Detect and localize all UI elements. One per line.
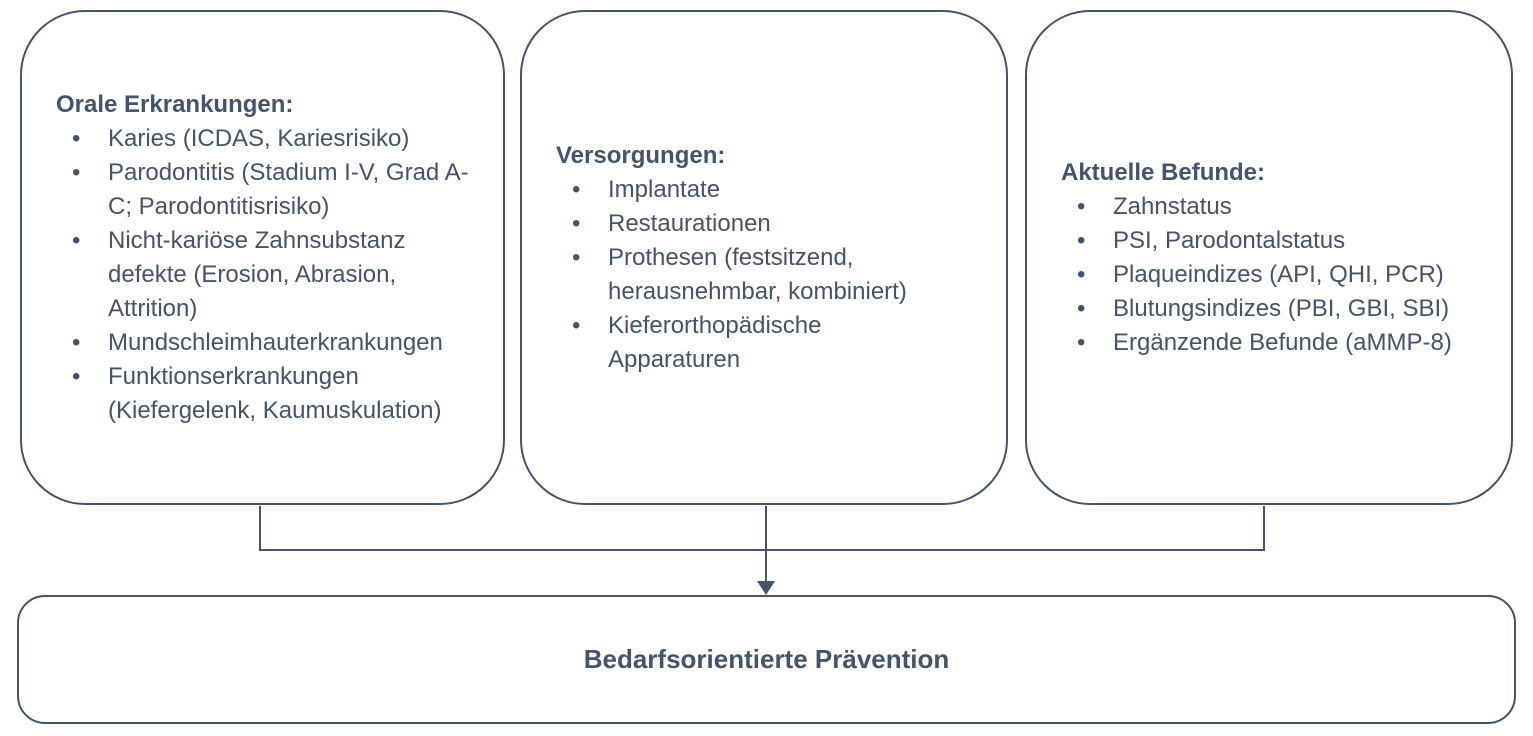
list-item: Kieferorthopädische Apparaturen: [556, 309, 938, 377]
list-item: PSI, Parodontalstatus: [1061, 224, 1491, 258]
box-title: Orale Erkrankungen:: [56, 90, 294, 118]
result-label: Bedarfsorientierte Prävention: [583, 644, 950, 674]
list-item: Parodontitis (Stadium I-V, Grad A-C; Par…: [56, 156, 483, 224]
list-item: Restaurationen: [556, 207, 938, 241]
list-item: Blutungsindizes (PBI, GBI, SBI): [1061, 292, 1491, 326]
list-item: Funktionserkrankungen (Kiefergelenk, Kau…: [56, 360, 483, 428]
box-orale-erkrankungen: Orale Erkrankungen: Karies (ICDAS, Karie…: [20, 10, 505, 505]
arrow-down-icon: [757, 581, 775, 595]
bullet-list: ImplantateRestaurationenProthesen (fests…: [556, 173, 986, 377]
connector-right-stub: [1263, 506, 1265, 551]
list-item: Plaqueindizes (API, QHI, PCR): [1061, 258, 1491, 292]
connector-horizontal-line: [259, 549, 1265, 551]
list-item: Karies (ICDAS, Kariesrisiko): [56, 122, 483, 156]
bullet-list: ZahnstatusPSI, ParodontalstatusPlaqueind…: [1061, 190, 1491, 360]
connector-left-stub: [259, 506, 261, 551]
list-item: Prothesen (festsitzend, herausnehmbar, k…: [556, 241, 938, 309]
box-versorgungen: Versorgungen: ImplantateRestaurationenPr…: [520, 10, 1008, 505]
list-item: Implantate: [556, 173, 938, 207]
connector-middle-line: [765, 506, 767, 582]
box-title: Aktuelle Befunde:: [1061, 158, 1266, 186]
list-item: Ergänzende Befunde (aMMP-8): [1061, 326, 1491, 360]
bullet-list: Karies (ICDAS, Kariesrisiko)Parodontitis…: [56, 122, 483, 428]
box-title: Versorgungen:: [556, 141, 726, 169]
list-item: Zahnstatus: [1061, 190, 1491, 224]
list-item: Nicht-kariöse Zahnsubstanz defekte (Eros…: [56, 224, 483, 326]
result-box: Bedarfsorientierte Prävention: [17, 595, 1516, 724]
box-aktuelle-befunde: Aktuelle Befunde: ZahnstatusPSI, Parodon…: [1025, 10, 1513, 505]
list-item: Mundschleimhauterkrankungen: [56, 326, 483, 360]
